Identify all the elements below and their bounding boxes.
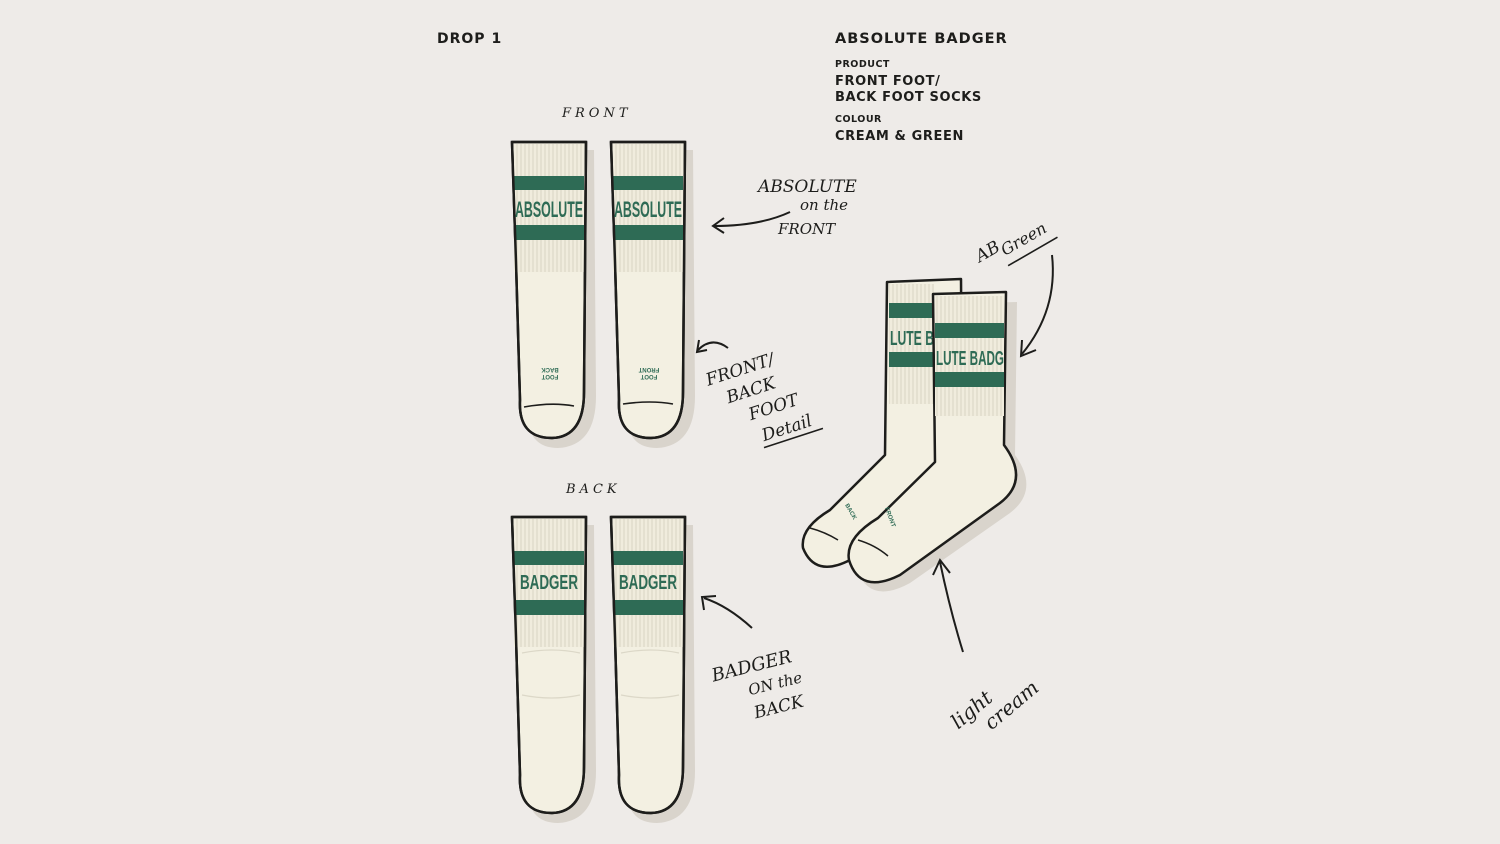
note-line: Green — [997, 218, 1050, 259]
band-text: LUTE B — [890, 328, 934, 350]
product-line-1: FRONT FOOT/ — [835, 74, 941, 89]
band-text: ABSOLUTE — [614, 197, 682, 222]
side-sock-front: LUTE BADG FRONT — [847, 290, 1027, 592]
back-sock-left: BADGER — [510, 515, 598, 825]
note-line: FRONT — [777, 220, 836, 238]
note-light-cream: light cream — [932, 558, 1043, 734]
drop-title: DROP 1 — [437, 31, 503, 47]
colour-label: COLOUR — [835, 114, 882, 125]
note-badger-back: BADGER ON the BACK — [700, 595, 807, 724]
band-text: BADGER — [619, 572, 677, 594]
product-line-2: BACK FOOT SOCKS — [835, 90, 982, 105]
back-sock-right: BADGER — [609, 515, 697, 825]
front-heading: FRONT — [561, 106, 632, 121]
foot-label-front: FRONT — [638, 366, 659, 372]
note-line: ABSOLUTE — [756, 177, 857, 197]
band-text: LUTE BADG — [936, 348, 1004, 370]
band-text: ABSOLUTE — [515, 197, 583, 222]
product-label: PRODUCT — [835, 59, 890, 70]
front-sock-right: ABSOLUTE FRONT FOOT — [609, 140, 697, 450]
foot-label-foot: FOOT — [640, 373, 657, 379]
colour-value: CREAM & GREEN — [835, 129, 964, 144]
arrow-icon — [695, 339, 729, 354]
note-line: on the — [800, 196, 848, 214]
band-text: BADGER — [520, 572, 578, 594]
foot-label-foot: FOOT — [541, 373, 558, 379]
note-absolute-front: ABSOLUTE on the FRONT — [711, 177, 857, 238]
back-heading: BACK — [565, 482, 621, 497]
brand-name: ABSOLUTE BADGER — [835, 31, 1008, 47]
arrow-icon — [711, 211, 791, 234]
note-foot-detail: FRONT/ BACK FOOT Detail — [695, 339, 824, 449]
foot-label-back: BACK — [541, 366, 559, 372]
front-sock-left: ABSOLUTE BACK FOOT — [510, 140, 598, 450]
arrow-icon — [932, 558, 964, 653]
arrow-icon — [1019, 254, 1054, 358]
arrow-icon — [700, 595, 753, 629]
